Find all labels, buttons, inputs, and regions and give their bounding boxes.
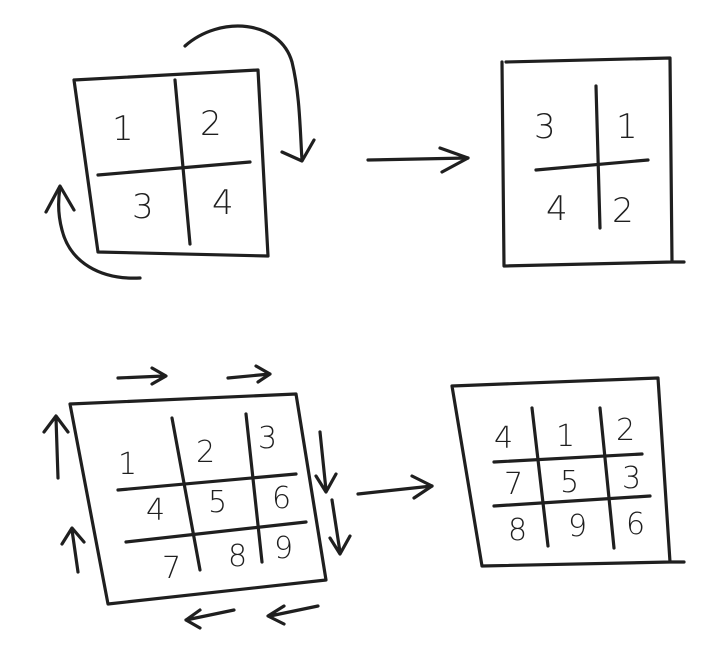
grid-2x2-after-hdivider bbox=[534, 158, 650, 172]
arrow-up bbox=[60, 526, 86, 574]
arrow-right bbox=[226, 364, 272, 384]
grid-2x2-after-cell: 4 bbox=[546, 189, 568, 229]
transform-arrow-bottom bbox=[356, 474, 434, 500]
grid-3x3-before-cell: 7 bbox=[162, 551, 181, 586]
arrow-right bbox=[116, 366, 168, 386]
grid-3x3-before-outline bbox=[68, 392, 328, 606]
arrow-left bbox=[266, 604, 320, 626]
rotation-arrows-top bbox=[44, 24, 316, 280]
grid-3x3-after-cell: 6 bbox=[626, 507, 645, 542]
grid-3x3-after-cell: 2 bbox=[616, 413, 635, 448]
arrow-up bbox=[42, 414, 70, 480]
grid-3x3-after-outline bbox=[450, 376, 686, 568]
arrow-down bbox=[314, 430, 338, 494]
curved-arrow-head bbox=[280, 138, 316, 163]
rotation-arrows-bottom bbox=[42, 364, 352, 630]
grid-3x3-before-cell: 3 bbox=[258, 421, 277, 456]
grid-3x3-after-cell: 7 bbox=[504, 467, 523, 502]
grid-3x3-after-vdivider bbox=[598, 406, 616, 550]
grid-3x3-after-hdivider bbox=[492, 452, 644, 464]
grid-3x3-before-cell: 9 bbox=[274, 531, 293, 566]
grid-2x2-before-cell: 1 bbox=[112, 109, 134, 149]
grid-3x3-after-cell: 9 bbox=[568, 509, 587, 544]
grid-3x3-after-cell: 5 bbox=[560, 465, 579, 500]
grid-2x2-after-cell: 1 bbox=[616, 107, 638, 147]
grid-2x2-before-outline bbox=[72, 68, 270, 258]
grid-2x2-before-cell: 4 bbox=[212, 183, 234, 223]
arrow-shaft bbox=[356, 484, 434, 496]
grid-2x2-before: 1 2 3 4 bbox=[72, 68, 270, 258]
grid-2x2-after-cell: 2 bbox=[612, 191, 634, 231]
grid-3x3-before-cell: 1 bbox=[118, 447, 137, 482]
arrow-left bbox=[184, 608, 236, 630]
grid-3x3-before-hdivider bbox=[124, 520, 308, 544]
grid-2x2-after-outline bbox=[500, 56, 686, 268]
grid-3x3-before-vdivider bbox=[170, 416, 202, 572]
grid-3x3-after-vdivider bbox=[530, 406, 550, 548]
grid-3x3-after-cell: 8 bbox=[508, 513, 527, 548]
grid-2x2-before-cell: 3 bbox=[132, 187, 154, 227]
grid-2x2-before-cell: 2 bbox=[200, 104, 222, 144]
grid-2x2-before-vdivider bbox=[173, 78, 192, 246]
arrow-head bbox=[410, 474, 434, 500]
curved-arrow-head bbox=[44, 184, 76, 214]
grid-3x3-before-vdivider bbox=[244, 412, 264, 564]
grid-3x3-before-cell: 2 bbox=[196, 435, 215, 470]
grid-2x2-after-vdivider bbox=[594, 84, 602, 230]
transform-arrow-top bbox=[366, 146, 470, 174]
grid-3x3-after: 4 1 2 7 5 3 8 9 6 bbox=[450, 376, 686, 568]
grid-3x3-before-cell: 5 bbox=[208, 485, 227, 520]
arrow-shaft bbox=[366, 156, 470, 162]
grid-3x3-before: 1 2 3 4 5 6 7 8 9 bbox=[68, 392, 328, 606]
grid-2x2-before-hdivider bbox=[96, 160, 252, 177]
grid-2x2-after-cell: 3 bbox=[534, 107, 556, 147]
grid-3x3-before-cell: 8 bbox=[228, 539, 247, 574]
curved-arrow-bottom-left bbox=[57, 186, 142, 280]
curved-arrow-top-right bbox=[183, 24, 304, 162]
grid-3x3-before-hdivider bbox=[116, 472, 298, 492]
arrow-down bbox=[328, 498, 352, 556]
grid-3x3-after-cell: 3 bbox=[622, 461, 641, 496]
grid-3x3-before-cell: 4 bbox=[146, 493, 165, 528]
grid-3x3-after-cell: 1 bbox=[556, 419, 575, 454]
grid-3x3-after-hdivider bbox=[492, 494, 652, 508]
grid-3x3-after-cell: 4 bbox=[494, 421, 513, 456]
arrow-head bbox=[438, 146, 470, 174]
grid-2x2-after: 3 1 4 2 bbox=[500, 56, 686, 268]
grid-3x3-before-cell: 6 bbox=[272, 481, 291, 516]
